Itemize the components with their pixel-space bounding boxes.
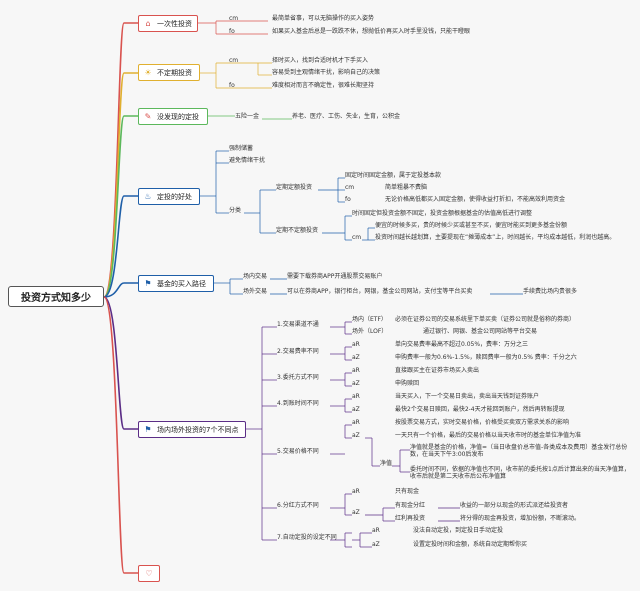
lightbulb-icon: ☀ xyxy=(144,67,152,77)
b2-fo-label: fo xyxy=(229,82,235,89)
connector xyxy=(103,22,138,298)
b5-offsite-label: 场外交易 xyxy=(243,288,268,295)
home-icon: ⌂ xyxy=(145,18,151,28)
b4-forced-saving: 强制储蓄 xyxy=(229,145,254,152)
p7-r1-label: aR xyxy=(372,527,380,534)
p2-label: 2.交易费率不同 xyxy=(277,348,319,355)
branch-fund-buy-path[interactable]: ⚑基金的买入路径 xyxy=(138,275,214,292)
p1-r1-label: 场内（ETF） xyxy=(352,316,387,323)
branch-one-time-investment[interactable]: ⌂一次性投资 xyxy=(138,15,198,32)
p3-r1-text: 直接跟买主在证券市场买入卖出 xyxy=(395,367,480,374)
p7-r2-text: 设置定投时间和金额，系统自动定期帮你买 xyxy=(413,541,528,548)
b4-fixed-cm-text: 简单粗暴不费脑 xyxy=(385,184,428,191)
flag-icon: ⚑ xyxy=(144,278,152,288)
p5-nav-1: 净值就是基金的价格，净值=（当日收盘价总市值-各类成本及费用）基金发行总份数，在… xyxy=(410,444,628,458)
b2-cm-label: cm xyxy=(229,57,239,64)
b4-vary-label: 定期不定额投资 xyxy=(276,227,319,234)
b4-vary-cm-item-1: 便宜的时候多买，贵的时候少买或甚至不买，便宜时能买到更多基金份额 xyxy=(375,222,568,229)
b1-fo-label: fo xyxy=(229,28,235,35)
p6-r1-label: aR xyxy=(352,488,360,495)
b4-classification: 分类 xyxy=(229,207,242,214)
p6-r2-extra: 收益的一部分以现金的形式派还给投资者 xyxy=(460,502,569,509)
p5-nav-label: 净值 xyxy=(380,460,393,467)
b2-cm-item-1: 择时买入，找到合适时机才下手买入 xyxy=(272,57,369,64)
p5-nav-2: 委托时间不同，依据的净值也不同，收市前的委托按1点后计算出来的当天净值算，收市后… xyxy=(410,466,630,480)
p6-label: 6.分红方式不同 xyxy=(277,502,319,509)
p6-r1-text: 只有现金 xyxy=(395,488,420,495)
connector xyxy=(103,282,138,298)
connector xyxy=(103,296,138,574)
p1-r2-label: 场外（LOF） xyxy=(352,328,388,335)
b4-fixed-fo: fo xyxy=(345,196,351,203)
p4-label: 4.到账时间不同 xyxy=(277,400,319,407)
flame-icon: ♨ xyxy=(144,191,152,201)
p3-r1-label: aR xyxy=(352,367,360,374)
b1-fo-text: 如果买入基金后总是一跌跌不休，想抛低价再买入时手里没钱，只能干瞪眼 xyxy=(272,28,471,35)
branch-unnoticed-fixed-investment[interactable]: ✎没发现的定投 xyxy=(138,108,208,125)
p3-label: 3.委托方式不同 xyxy=(277,374,319,381)
connector xyxy=(103,296,138,430)
b4-fixed-fo-text: 无论价格高低都买入固定金额，使得收益打折扣，不能高效利用资金 xyxy=(385,196,566,203)
p7-label: 7.自动定投的设定不同 xyxy=(277,534,337,541)
p2-r2-text: 申购费率一般为0.6%-1.5%，赎回费率一般为0.5% 费率：千分之六 xyxy=(395,354,577,361)
p1-r1-text: 必须在证券公司的交易系统里下单买卖（证券公司就是俗称的券商） xyxy=(395,316,576,323)
b4-fixed-cm: cm xyxy=(345,184,355,191)
b4-fixed-desc: 固定时间固定金额，属于定投基本款 xyxy=(345,172,442,179)
p2-r1-text: 单向交易费率最高不超过0.05%，费率：万分之三 xyxy=(395,341,529,348)
b2-fo-text: 难度相对而言不确定性，很难长期坚持 xyxy=(272,82,375,89)
p3-r2-text: 申购赎回 xyxy=(395,380,420,387)
megaphone-icon: ✎ xyxy=(144,111,152,121)
p4-r2-label: aZ xyxy=(352,406,360,413)
b5-onsite-label: 场内交易 xyxy=(243,273,268,280)
p4-r2-text: 最快2个交易日赎回，最快2-4天才能回到账户，然后再转账提现 xyxy=(395,406,565,413)
p4-r1-label: aR xyxy=(352,393,360,400)
p6-r3-text: 红利再投资 xyxy=(395,515,426,522)
b4-vary-cm-item-2: 投资时间越长越划算，主要提现在“摊薄成本”上，时间越长，平均成本越低，利润也越高… xyxy=(375,234,616,241)
root-node[interactable]: 投资方式知多少 xyxy=(8,286,104,307)
connector xyxy=(103,195,138,298)
p1-label: 1.交易渠道不通 xyxy=(277,321,319,328)
p5-r2-text: 一天只有一个价格，最后的交易价格以当天收市时的基金单位净值为准 xyxy=(395,432,582,439)
p6-r2-label: aZ xyxy=(352,509,360,516)
connector xyxy=(103,72,138,298)
p5-r1-text: 按股票交易方式，实时交易价格，价格受买卖双方需求关系的影响 xyxy=(395,419,570,426)
heart-icon: ♡ xyxy=(145,568,153,578)
b1-cm-label: cm xyxy=(229,15,239,22)
b4-vary-desc: 时间固定但投资金额不固定，投资金额根据基金的估值高低进行调整 xyxy=(352,210,533,217)
connector xyxy=(103,115,138,298)
p2-r2-label: aZ xyxy=(352,354,360,361)
p3-r2-label: aZ xyxy=(352,380,360,387)
flag-icon: ⚑ xyxy=(144,424,152,434)
p7-r2-label: aZ xyxy=(372,541,380,548)
p5-label: 5.交易价格不同 xyxy=(277,448,319,455)
p4-r1-text: 当天买入，下一个交易日卖出，卖出当天钱到证券账户 xyxy=(395,393,540,400)
p7-r1-text: 没法自动定投，到定投日手动定投 xyxy=(413,527,504,534)
branch-seven-differences[interactable]: ⚑场内场外投资的7个不同点 xyxy=(138,421,246,438)
b2-cm-item-2: 容易受到主观情绪干扰，影响自己的决策 xyxy=(272,69,381,76)
b3-label: 五险一金 xyxy=(235,113,260,120)
branch-irregular-investment[interactable]: ☀不定期投资 xyxy=(138,64,200,81)
b5-onsite-text: 需要下载券商APP开通股票交易账户 xyxy=(287,273,383,280)
branch-heart[interactable]: ♡ xyxy=(138,565,160,582)
p2-r1-label: aR xyxy=(352,341,360,348)
b5-offsite-text: 可以在券商APP，银行柜台，网银，基金公司网站，支付宝等平台买卖 xyxy=(287,288,473,295)
b1-cm-text: 最简单省事，可以无脑操作的买入姿势 xyxy=(272,15,375,22)
b4-vary-cm: cm xyxy=(352,234,362,241)
b4-avoid-emotion: 避免情绪干扰 xyxy=(229,157,266,164)
b5-offsite-extra: 手续费比场内贵很多 xyxy=(523,288,578,295)
p5-r1-label: aR xyxy=(352,419,360,426)
b3-text: 养老、医疗、工伤、失业，生育，公积金 xyxy=(292,113,401,120)
p5-r2-label: aZ xyxy=(352,432,360,439)
p6-r3-extra: 将分得的现金再投资，增加份额，不断滚动。 xyxy=(460,515,581,522)
branch-fixed-investment-benefits[interactable]: ♨定投的好处 xyxy=(138,188,200,205)
b4-fixed-label: 定期定额投资 xyxy=(276,184,313,191)
p6-r2-text: 有现金分红 xyxy=(395,502,426,509)
p1-r2-text: 通过银行、网银、基金公司网站等平台交易 xyxy=(423,328,538,335)
